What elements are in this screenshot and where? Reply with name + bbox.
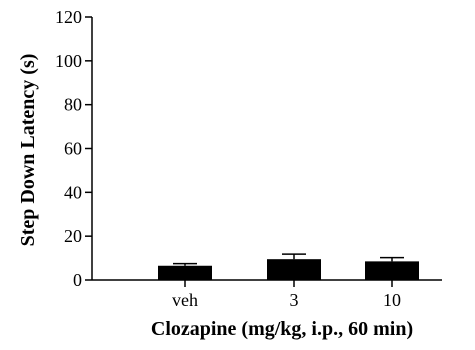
- y-tick-label: 100: [55, 51, 82, 71]
- bar-3: [267, 259, 321, 280]
- x-axis-title: Clozapine (mg/kg, i.p., 60 min): [151, 318, 413, 340]
- y-axis-ticks: 0 20 40 60 80 100 120: [55, 7, 92, 290]
- y-tick-label: 0: [73, 270, 82, 290]
- x-tick-label: 10: [383, 290, 401, 310]
- x-axis-ticks: veh 3 10: [172, 280, 401, 310]
- y-axis-title: Step Down Latency (s): [17, 54, 39, 247]
- bars: [158, 253, 419, 280]
- x-tick-label: veh: [172, 290, 198, 310]
- y-tick-label: 120: [55, 7, 82, 27]
- y-tick-label: 20: [64, 226, 82, 246]
- y-tick-label: 80: [64, 95, 82, 115]
- bar-10: [365, 261, 419, 280]
- bar-veh: [158, 265, 212, 280]
- x-tick-label: 3: [290, 290, 299, 310]
- y-tick-label: 60: [64, 139, 82, 159]
- y-tick-label: 40: [64, 182, 82, 202]
